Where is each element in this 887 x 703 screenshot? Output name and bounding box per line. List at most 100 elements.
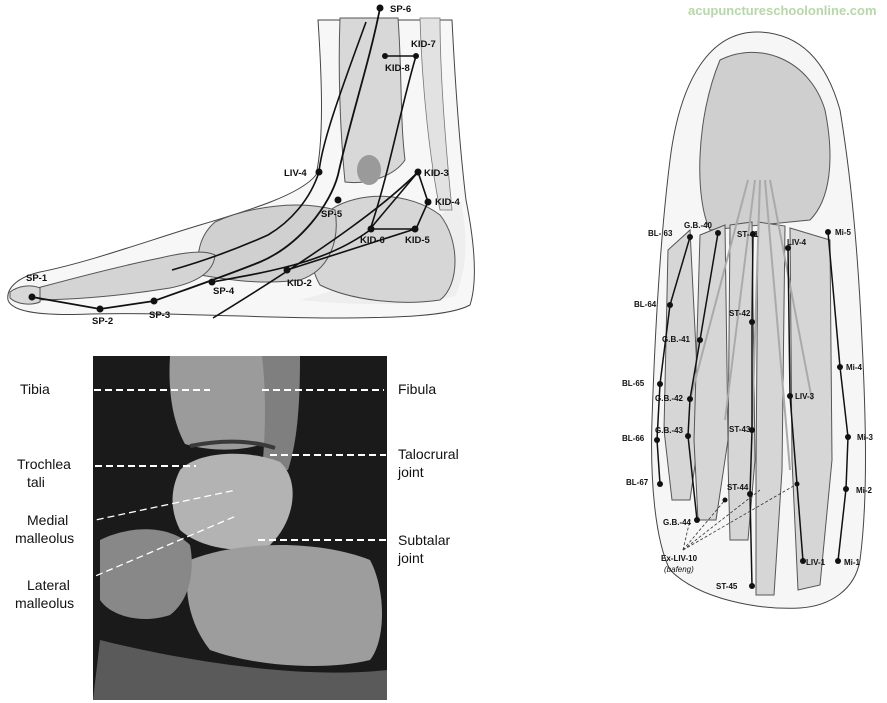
label-sp3: SP-3 <box>149 310 170 321</box>
spleen-meridian-line <box>31 7 381 310</box>
tibia-bone <box>338 17 406 184</box>
point-bl65 <box>657 381 663 387</box>
point-kid3 <box>414 168 422 176</box>
label-liv3: LIV-3 <box>795 392 815 401</box>
point-mi1 <box>835 558 841 564</box>
label-bl65: BL-65 <box>622 379 645 388</box>
point-kid7 <box>382 53 388 59</box>
point-kid5 <box>411 225 419 233</box>
point-mi5 <box>825 229 831 235</box>
point-sp5 <box>334 196 342 204</box>
label-bl63: BL- 63 <box>648 229 673 238</box>
xray-navicular <box>100 529 192 620</box>
watermark-text: acupunctureschoolonline.com <box>688 3 877 18</box>
xray-label-trochlea-1: Trochlea <box>17 456 71 472</box>
point-bl67 <box>657 481 663 487</box>
xray-label-subtalar-2: joint <box>397 550 424 566</box>
leader-medial-malleolus <box>85 489 237 523</box>
point-kid4 <box>424 198 432 206</box>
label-st41: ST-41 <box>737 230 759 239</box>
point-bl66 <box>654 437 660 443</box>
dorsal-metatarsals <box>663 221 833 596</box>
dorsal-points <box>654 229 851 589</box>
xray-label-trochlea-2: tali <box>27 474 45 490</box>
xray-joint-line <box>189 439 276 450</box>
xray-label-lateral-2: malleolus <box>15 595 74 611</box>
label-bl66: BL-66 <box>622 434 645 443</box>
point-gb42 <box>687 396 693 402</box>
label-sp1: SP-1 <box>26 273 48 284</box>
label-mi1: Mi-1 <box>844 558 861 567</box>
point-sp4 <box>208 278 216 286</box>
label-kid3: KID-3 <box>424 168 449 179</box>
label-gb43: G.B.-43 <box>655 426 684 435</box>
label-kid5: KID-5 <box>405 235 431 246</box>
xray-heel-soft-tissue <box>93 640 387 700</box>
label-mi3: Mi-3 <box>857 433 874 442</box>
point-exliv10-a <box>722 497 728 503</box>
label-kid8: KID-8 <box>385 63 410 74</box>
lateral-points <box>28 4 432 313</box>
point-bl63 <box>687 234 693 240</box>
label-gb40: G.B.-40 <box>684 221 713 230</box>
point-kid6 <box>367 225 375 233</box>
xray-label-medial-1: Medial <box>27 512 68 528</box>
label-mi2: Mi-2 <box>856 486 873 495</box>
label-bafeng: (bafeng) <box>664 565 694 574</box>
point-liv4-dorsal <box>785 245 791 251</box>
ankle-xray: Tibia Fibula Trochlea tali Talocrural jo… <box>15 356 459 700</box>
label-mi5: Mi-5 <box>835 228 852 237</box>
label-liv4-dorsal: LIV-4 <box>787 238 807 247</box>
xray-label-fibula: Fibula <box>398 381 436 397</box>
label-kid2: KID-2 <box>287 278 312 289</box>
dorsal-tendons <box>689 179 813 471</box>
point-liv3 <box>787 393 793 399</box>
point-st42 <box>749 319 755 325</box>
label-kid7: KID-7 <box>411 39 436 50</box>
xray-fibula <box>262 356 300 470</box>
point-gb44 <box>694 517 700 523</box>
label-liv4: LIV-4 <box>284 168 307 179</box>
label-sp6: SP-6 <box>390 4 411 15</box>
point-bl64 <box>667 302 673 308</box>
label-sp5: SP-5 <box>321 209 343 220</box>
label-gb42: G.B.-42 <box>655 394 684 403</box>
label-kid4: KID-4 <box>435 197 461 208</box>
label-gb41: G.B.-41 <box>662 335 691 344</box>
bafeng-leader-lines <box>682 483 798 551</box>
xray-talus <box>172 453 293 550</box>
achilles-tendon <box>419 17 453 211</box>
point-st45 <box>749 583 755 589</box>
dorsal-foot-illustration: BL- 63 G.B.-40 ST-41 LIV-4 Mi-5 BL-64 ST… <box>622 31 874 609</box>
lateral-point-labels: SP-6 KID-7 KID-8 LIV-4 KID-3 SP-5 KID-4 … <box>26 4 461 327</box>
medial-foot-illustration: SP-6 KID-7 KID-8 LIV-4 KID-3 SP-5 KID-4 … <box>7 4 475 327</box>
xray-label-lateral-1: Lateral <box>27 577 70 593</box>
point-st41 <box>750 231 756 237</box>
label-exliv10: Ex-LIV-10 <box>661 554 698 563</box>
label-sp2: SP-2 <box>92 316 113 327</box>
xray-tibia <box>169 356 280 450</box>
point-sp2 <box>96 305 104 313</box>
medial-malleolus-spot <box>357 155 381 185</box>
label-kid6: KID-6 <box>360 235 385 246</box>
label-st43: ST-43 <box>729 425 751 434</box>
metatarsal-bones <box>29 251 216 301</box>
xray-label-subtalar-1: Subtalar <box>398 532 450 548</box>
point-exliv10-b <box>794 481 800 487</box>
label-liv1: LIV-1 <box>806 558 826 567</box>
xray-calcaneus <box>186 545 382 666</box>
point-liv1 <box>800 558 806 564</box>
point-sp1 <box>28 293 36 301</box>
point-mi3 <box>845 434 851 440</box>
point-liv4 <box>315 168 323 176</box>
point-kid8 <box>413 53 419 59</box>
point-gb41 <box>697 337 703 343</box>
label-gb44: G.B.-44 <box>663 518 692 527</box>
label-bl64: BL-64 <box>634 300 657 309</box>
xray-leader-lines <box>84 389 386 581</box>
xray-label-talocrural-1: Talocrural <box>398 446 459 462</box>
point-gb43 <box>685 433 691 439</box>
label-st44: ST-44 <box>727 483 749 492</box>
point-sp3 <box>150 297 158 305</box>
label-mi4: Mi-4 <box>846 363 863 372</box>
